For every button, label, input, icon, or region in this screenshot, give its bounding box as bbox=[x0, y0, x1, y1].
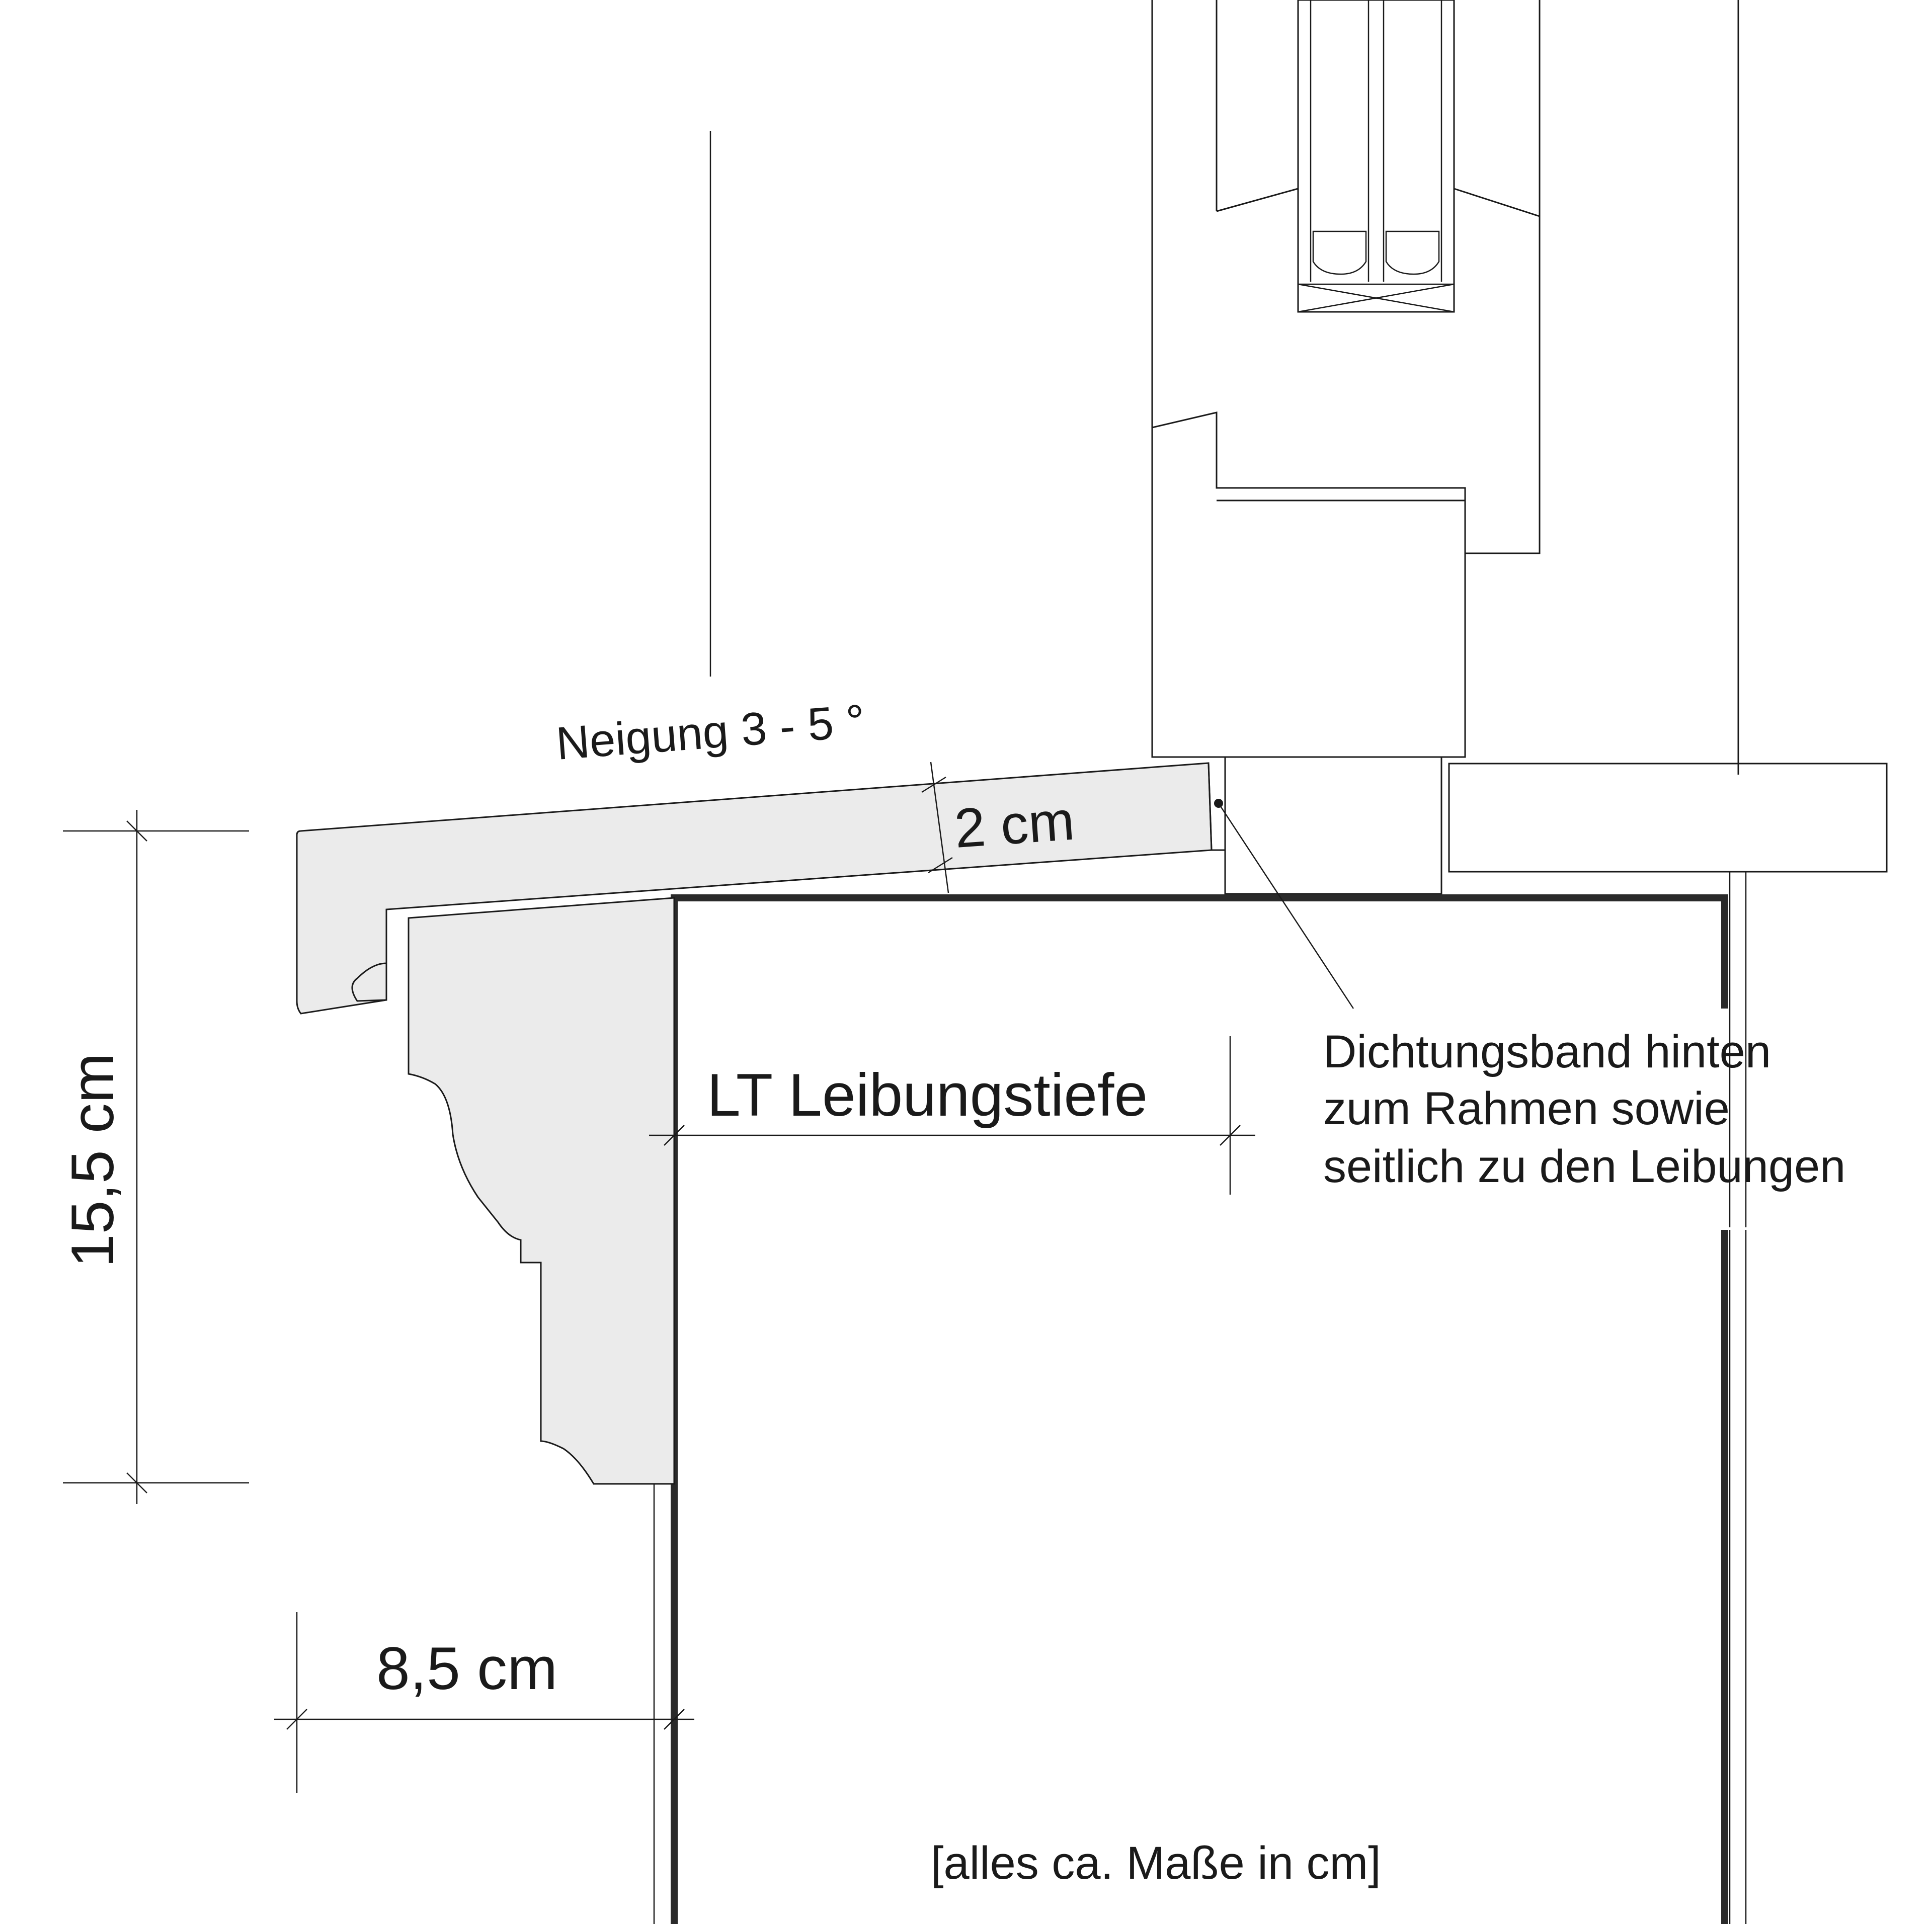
sealing-note-line-1: Dichtungsband hinten bbox=[1323, 1026, 1771, 1077]
glass-panes bbox=[1297, 0, 1455, 313]
sealing-note-line-3: seitlich zu den Leibungen bbox=[1323, 1141, 1845, 1192]
projection-label: 8,5 cm bbox=[376, 1635, 557, 1702]
sealing-note: Dichtungsband hinten zum Rahmen sowie se… bbox=[1323, 1026, 1845, 1192]
dimension-profile-height: 15,5 cm bbox=[59, 810, 249, 1504]
reveal-depth-label: LT Leibungstiefe bbox=[707, 1061, 1148, 1129]
frame-base-and-interior-sill bbox=[1224, 0, 1888, 1924]
cornice-profile bbox=[408, 897, 675, 1485]
window-frame bbox=[709, 0, 1541, 758]
sealing-note-line-2: zum Rahmen sowie bbox=[1323, 1083, 1730, 1134]
dimension-cap-thickness: 2 cm bbox=[921, 762, 1076, 893]
dimension-reveal-depth: LT Leibungstiefe bbox=[649, 1036, 1255, 1195]
slope-label: Neigung 3 - 5 ° bbox=[554, 695, 867, 770]
cap-thickness-label: 2 cm bbox=[952, 790, 1076, 860]
footnote: [alles ca. Maße in cm] bbox=[931, 1837, 1381, 1889]
exterior-sill-cap bbox=[296, 762, 1225, 1015]
sealing-band-leader bbox=[1214, 799, 1354, 1009]
dimension-projection: 8,5 cm bbox=[274, 1612, 694, 1793]
profile-height-label: 15,5 cm bbox=[59, 1053, 126, 1268]
